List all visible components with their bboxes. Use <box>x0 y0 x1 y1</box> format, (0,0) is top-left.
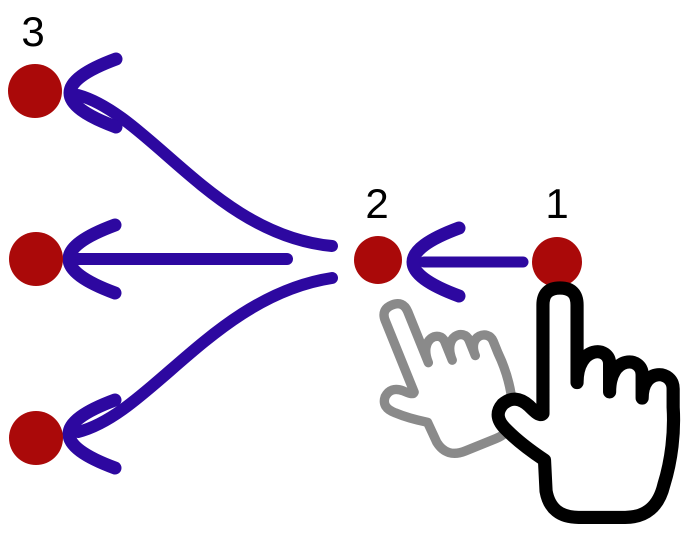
position-2-dot <box>354 236 402 284</box>
step-1-label: 1 <box>545 180 568 227</box>
step-2-label: 2 <box>365 180 388 227</box>
pointer-hand-gray-icon <box>351 275 527 473</box>
arrow-2-to-top-target-shaft <box>72 89 338 252</box>
step-3-label: 3 <box>21 8 44 55</box>
pointer-hand-black-icon <box>498 288 673 517</box>
arrow-2-to-bottom-target-shaft <box>72 272 338 438</box>
target-dot-middle <box>9 232 63 286</box>
target-dot-bottom <box>9 411 63 465</box>
position-1-dot <box>532 237 582 287</box>
target-dot-top <box>8 64 62 118</box>
